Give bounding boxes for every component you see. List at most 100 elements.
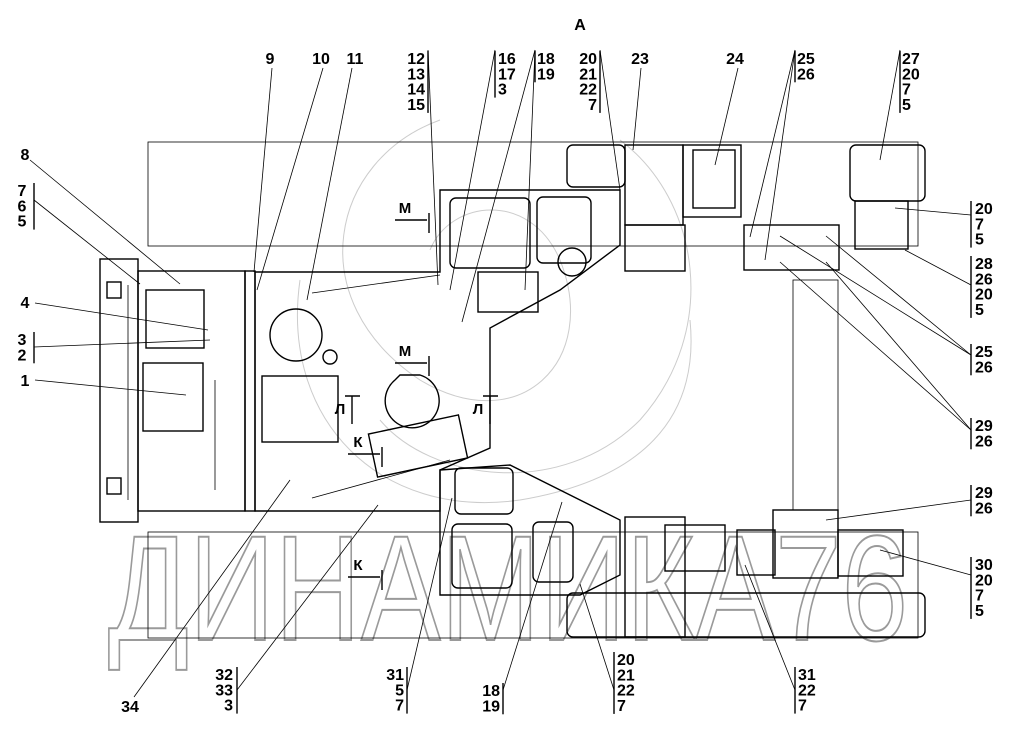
callout-top-24: 24 xyxy=(726,51,744,68)
section-mark-label: К xyxy=(353,557,363,574)
callout-number: 7 xyxy=(798,698,807,715)
callout-number: 7 xyxy=(902,82,911,99)
callout-number: 8 xyxy=(21,147,30,164)
callout-number: 26 xyxy=(975,500,993,517)
callout-number: 18 xyxy=(482,683,500,700)
callout-number: 6 xyxy=(18,198,27,215)
callout-number: 11 xyxy=(347,51,364,68)
callout-number: 20 xyxy=(579,51,597,68)
callout-number: 7 xyxy=(588,97,597,114)
callout-number: 5 xyxy=(902,97,911,114)
fenders xyxy=(566,144,926,638)
callout-number: 20 xyxy=(975,201,993,218)
section-arrow-icon xyxy=(348,447,383,467)
callout-number: 7 xyxy=(975,588,984,605)
callout-left-7: 765 xyxy=(18,183,35,231)
callout-number: 17 xyxy=(498,66,516,83)
callout-top-9: 9 xyxy=(266,51,275,68)
callout-number: 26 xyxy=(975,359,993,376)
section-mark-label: М xyxy=(399,343,412,360)
callout-top-10: 10 xyxy=(312,51,330,68)
view-label: А xyxy=(574,17,586,34)
callout-number: 16 xyxy=(498,51,516,68)
callout-number: 15 xyxy=(407,97,425,114)
callout-number: 22 xyxy=(798,682,816,699)
callout-number: 7 xyxy=(617,698,626,715)
callout-number: 7 xyxy=(975,216,984,233)
callout-number: 27 xyxy=(902,51,920,68)
callout-number: 28 xyxy=(975,256,993,273)
callout-number: 26 xyxy=(975,271,993,288)
callout-number: 3 xyxy=(224,698,233,715)
callout-number: 3 xyxy=(498,82,507,99)
section-mark-label: К xyxy=(353,434,363,451)
callout-bottom-34: 34 xyxy=(121,699,139,716)
callout-number: 1 xyxy=(21,373,30,390)
callout-number: 31 xyxy=(798,667,816,684)
callout-number: 3 xyxy=(18,332,27,349)
section-arrow-icon xyxy=(395,213,430,233)
callout-number: 5 xyxy=(395,682,404,699)
callout-number: 20 xyxy=(902,66,920,83)
callout-top-23: 23 xyxy=(631,51,649,68)
callout-left-1: 1 xyxy=(21,373,30,390)
callout-number: 5 xyxy=(975,603,984,620)
section-arrow-icon xyxy=(395,356,430,376)
callout-number: 5 xyxy=(975,302,984,319)
callout-left-8: 8 xyxy=(21,147,30,164)
section-arrow-icon xyxy=(483,395,498,424)
callout-number: 19 xyxy=(482,698,500,715)
callout-number: 22 xyxy=(579,82,597,99)
callout-number: 31 xyxy=(386,667,404,684)
callout-number: 10 xyxy=(312,51,330,68)
callout-number: 34 xyxy=(121,699,139,716)
section-mark-label: Л xyxy=(473,401,484,418)
callout-number: 30 xyxy=(975,557,993,574)
callout-number: 14 xyxy=(407,82,425,99)
callout-number: 22 xyxy=(617,683,635,700)
callout-number: 26 xyxy=(975,433,993,450)
callout-number: 20 xyxy=(975,572,993,589)
callout-number: 32 xyxy=(215,667,233,684)
callout-number: 20 xyxy=(975,287,993,304)
callout-number: 20 xyxy=(617,652,635,669)
callout-number: 21 xyxy=(617,667,635,684)
callout-number: 5 xyxy=(975,232,984,249)
callout-number: 2 xyxy=(18,347,27,364)
callout-number: 33 xyxy=(215,682,233,699)
callout-number: 12 xyxy=(407,51,425,68)
callout-number: 25 xyxy=(797,51,815,68)
cab xyxy=(99,189,621,596)
callout-number: 4 xyxy=(21,295,30,312)
callout-number: 18 xyxy=(537,51,555,68)
callout-left-3: 32 xyxy=(18,332,35,364)
callout-top-11: 11 xyxy=(347,51,364,68)
callout-number: 24 xyxy=(726,51,744,68)
callout-number: 21 xyxy=(579,66,597,83)
callout-left-4: 4 xyxy=(21,295,30,312)
callout-number: 23 xyxy=(631,51,649,68)
callout-number: 9 xyxy=(266,51,275,68)
section-arrow-icon xyxy=(345,395,360,424)
callout-number: 13 xyxy=(407,66,425,83)
callout-number: 7 xyxy=(395,698,404,715)
callout-number: 5 xyxy=(18,214,27,231)
section-arrow-icon xyxy=(348,570,383,590)
leader-lines xyxy=(29,49,972,698)
